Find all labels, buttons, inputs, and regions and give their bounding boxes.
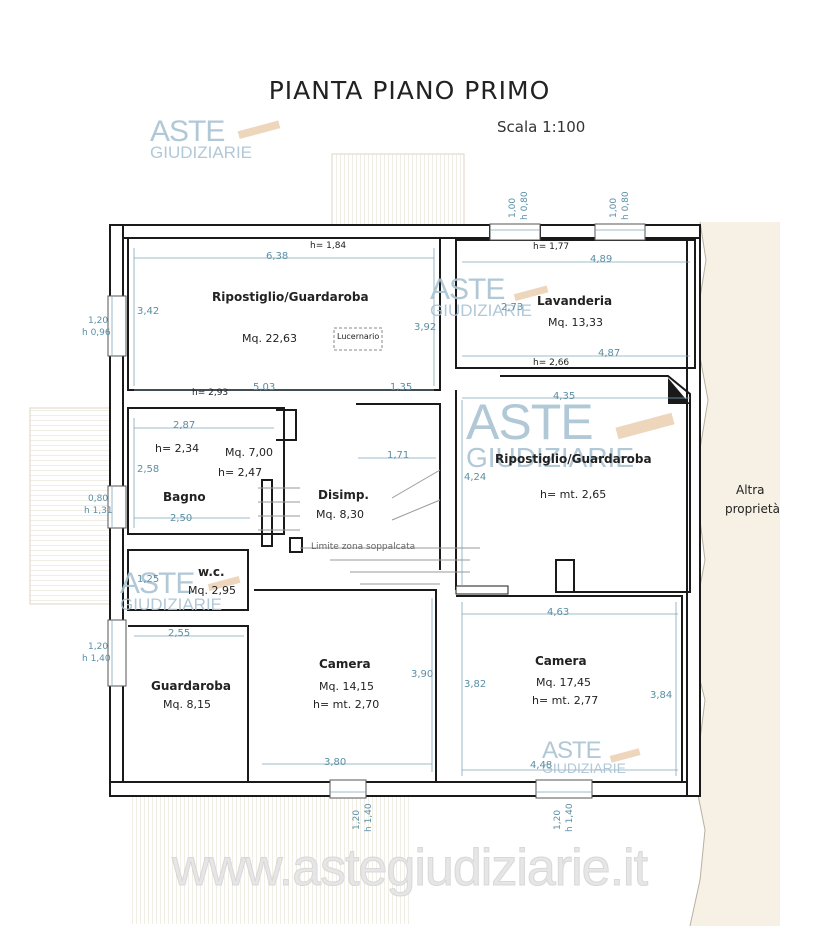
dimension-label: 4,63 <box>547 607 570 618</box>
mezzanine-limit-note: Limite zona soppalcata <box>311 542 416 552</box>
dimension-label: 5,03 <box>253 382 276 393</box>
dimension-label: 3,84 <box>650 690 673 701</box>
watermark-gavels <box>207 120 675 763</box>
watermark-logo: ASTE GIUDIZIARIE <box>542 737 627 776</box>
dimension-label: 3,42 <box>137 306 160 317</box>
website-watermark: www.astegiudiziarie.it <box>171 839 648 898</box>
room-name: w.c. <box>198 565 225 579</box>
room-height: h= 2,47 <box>218 466 263 479</box>
watermark-line2: GIUDIZIARIE <box>466 442 635 473</box>
room-area: Mq. 14,15 <box>319 680 374 693</box>
opening-height: h 1,31 <box>84 506 113 516</box>
room-height: h= 1,84 <box>310 241 347 251</box>
interior-walls <box>127 237 696 782</box>
left-deck <box>29 407 111 605</box>
room-name: Bagno <box>163 490 206 504</box>
room-name: Disimp. <box>318 488 369 502</box>
dimension-label: 2,55 <box>168 628 191 639</box>
watermark-logo: ASTE GIUDIZIARIE <box>120 567 223 614</box>
neighbor-property <box>690 222 780 926</box>
dimension-label: 6,38 <box>266 251 289 262</box>
opening-width: 1,00 <box>609 197 619 218</box>
dimension-label: 2,58 <box>137 464 160 475</box>
dimension-label: 3,82 <box>464 679 487 690</box>
watermark-line1: ASTE <box>150 115 225 148</box>
opening-width: 1,20 <box>553 809 563 830</box>
room-area: Mq. 13,33 <box>548 316 603 329</box>
opening-width: 1,00 <box>508 197 518 218</box>
watermark-line2: GIUDIZIARIE <box>150 143 253 162</box>
room-area: Mq. 17,45 <box>536 676 591 689</box>
dimension-label: 2,73 <box>501 302 524 313</box>
neighbor-label-1: Altra <box>736 483 765 497</box>
top-deck <box>331 153 465 227</box>
room-area: Mq. 8,30 <box>316 508 364 521</box>
windows <box>107 223 646 799</box>
opening-height: h 1,40 <box>364 803 374 832</box>
room-name: Ripostiglio/Guardaroba <box>212 290 369 304</box>
scale-label: Scala 1:100 <box>497 118 586 136</box>
room-name: Ripostiglio/Guardaroba <box>495 452 652 466</box>
watermark-line1: ASTE <box>430 273 505 306</box>
watermark-line1: ASTE <box>466 394 594 450</box>
dimension-label: 3,90 <box>411 669 434 680</box>
watermark-logo: ASTE GIUDIZIARIE <box>430 273 533 320</box>
dimension-label: 2,50 <box>170 513 193 524</box>
room-area: Mq. 22,63 <box>242 332 297 345</box>
room-height: h= mt. 2,77 <box>532 694 599 707</box>
skylight-label: Lucernario <box>337 332 380 341</box>
opening-height: h 0,80 <box>520 191 530 220</box>
dimension-label: 4,24 <box>464 472 487 483</box>
neighbor-label-2: proprietà <box>725 502 780 516</box>
opening-width: 1,20 <box>352 809 362 830</box>
room-height: h= mt. 2,65 <box>540 488 607 501</box>
page-title: PIANTA PIANO PRIMO <box>268 76 551 105</box>
dimension-lines <box>111 229 690 793</box>
room-height: h= 2,93 <box>192 388 229 398</box>
watermark-line1: ASTE <box>120 567 195 600</box>
opening-width: 1,20 <box>88 642 109 652</box>
dimension-label: 1,71 <box>387 450 410 461</box>
dimension-label: 3,80 <box>324 757 347 768</box>
room-name: Camera <box>535 654 587 668</box>
dimension-label: 1,35 <box>390 382 413 393</box>
watermark-line1: ASTE <box>542 737 602 764</box>
room-height: h= 2,34 <box>155 442 200 455</box>
watermark-logo: ASTE GIUDIZIARIE <box>466 394 635 473</box>
opening-height: h 0,80 <box>621 191 631 220</box>
dimension-label: 4,48 <box>530 760 553 771</box>
room-height: h= mt. 2,70 <box>313 698 380 711</box>
room-area: Mq. 7,00 <box>225 446 273 459</box>
room-area: Mq. 8,15 <box>163 698 211 711</box>
bottom-deck <box>132 796 410 924</box>
room-area: Mq. 2,95 <box>188 584 236 597</box>
watermark-line2: GIUDIZIARIE <box>430 301 533 320</box>
watermark-line2: GIUDIZIARIE <box>120 595 223 614</box>
opening-height: h 1,40 <box>565 803 575 832</box>
dimension-label: 4,89 <box>590 254 613 265</box>
staircase <box>258 469 509 595</box>
dimension-label: 1,25 <box>137 574 160 585</box>
room-height: h= 1,77 <box>533 242 570 252</box>
watermark-line2: GIUDIZIARIE <box>542 759 627 776</box>
opening-width: 1,20 <box>88 316 109 326</box>
room-name: Lavanderia <box>537 294 613 308</box>
dimension-label: 2,87 <box>173 420 196 431</box>
room-name: Guardaroba <box>151 679 231 693</box>
opening-height: h 1,40 <box>82 654 111 664</box>
dimension-label: 4,35 <box>553 391 576 402</box>
opening-height: h 0,96 <box>82 328 111 338</box>
dimension-label: 4,87 <box>598 348 621 359</box>
corner-mark <box>668 378 690 404</box>
room-height: h= 2,66 <box>533 358 570 368</box>
opening-width: 0,80 <box>88 494 109 504</box>
dimension-label: 3,92 <box>414 322 437 333</box>
watermark-logo: ASTE GIUDIZIARIE <box>150 115 253 162</box>
room-name: Camera <box>319 657 371 671</box>
